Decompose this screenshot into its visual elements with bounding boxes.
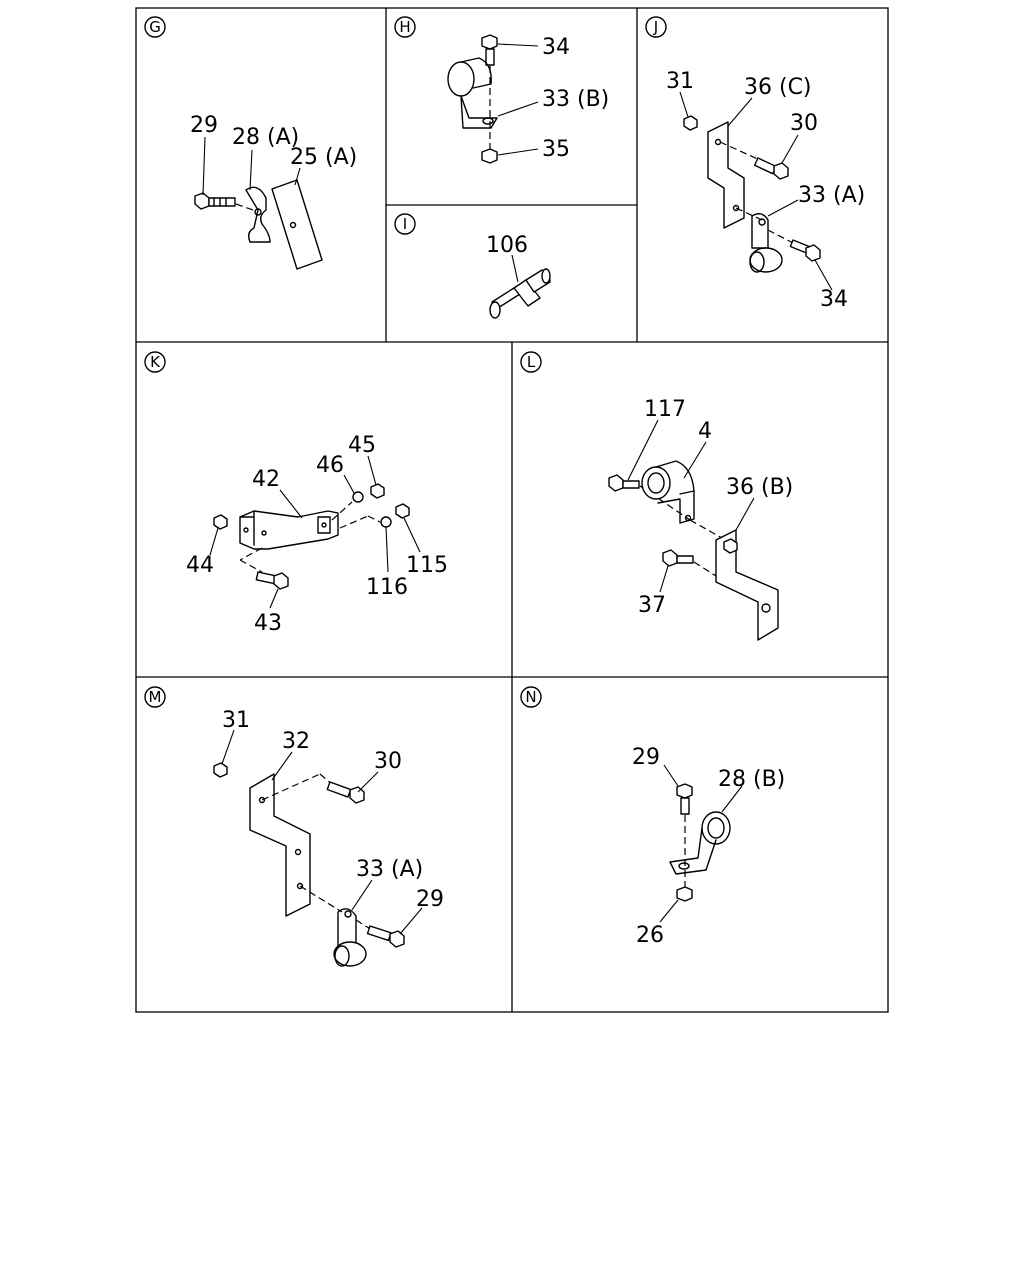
label-29: 29 xyxy=(190,113,218,138)
bracket-32 xyxy=(249,773,311,917)
label-29: 29 xyxy=(416,887,444,912)
label-30: 30 xyxy=(374,749,402,774)
label-28a: 28 (A) xyxy=(232,125,299,150)
panel-j-letter: J xyxy=(653,18,658,36)
nut-45 xyxy=(370,483,385,499)
label-34: 34 xyxy=(820,287,848,312)
panel-k: K 42 46 45 44 xyxy=(144,351,448,636)
bracket-36c xyxy=(707,121,745,229)
panel-g-letter: G xyxy=(149,18,161,36)
panel-h-letter: H xyxy=(399,18,410,36)
bolt-30-m xyxy=(326,781,365,804)
label-106: 106 xyxy=(486,233,528,258)
panel-m-letter: M xyxy=(149,688,162,706)
bolt-30 xyxy=(753,157,789,180)
label-32: 32 xyxy=(282,729,310,754)
nut-44 xyxy=(213,514,228,530)
bolt-29-m xyxy=(366,925,405,948)
label-42: 42 xyxy=(252,467,280,492)
clamp-28b xyxy=(669,811,731,875)
panel-i: I 106 xyxy=(394,213,551,319)
clamp-33b xyxy=(447,57,498,129)
plate-25a xyxy=(271,179,323,270)
label-36b: 36 (B) xyxy=(726,475,793,500)
label-28b: 28 (B) xyxy=(718,767,785,792)
label-31: 31 xyxy=(666,69,694,94)
label-26: 26 xyxy=(636,923,664,948)
label-45: 45 xyxy=(348,433,376,458)
washer-46 xyxy=(352,491,364,503)
clamp-4 xyxy=(641,460,695,524)
panel-n: N 29 28 (B) 26 xyxy=(520,686,785,948)
label-25a: 25 (A) xyxy=(290,145,357,170)
clip-28a xyxy=(245,186,271,243)
nut-115 xyxy=(395,503,410,519)
label-4: 4 xyxy=(698,419,712,444)
clamp-33a xyxy=(749,213,783,273)
panel-h: H 34 33 (B) 35 xyxy=(394,16,609,164)
label-35: 35 xyxy=(542,137,570,162)
bolt-37 xyxy=(662,549,694,567)
nut-35 xyxy=(481,148,498,164)
label-43: 43 xyxy=(254,611,282,636)
label-30: 30 xyxy=(790,111,818,136)
label-34: 34 xyxy=(542,35,570,60)
label-31: 31 xyxy=(222,708,250,733)
label-29: 29 xyxy=(632,745,660,770)
washer-116 xyxy=(380,516,392,528)
label-115: 115 xyxy=(406,553,448,578)
panel-m: M 31 32 xyxy=(144,686,444,967)
bolt-43 xyxy=(255,571,289,590)
connector-106 xyxy=(489,268,551,319)
label-33a: 33 (A) xyxy=(798,183,865,208)
bolt-29 xyxy=(194,192,236,210)
label-33a: 33 (A) xyxy=(356,857,423,882)
nut-31 xyxy=(683,115,698,131)
bolt-29-n xyxy=(676,783,693,815)
panel-j: J 31 36 (C) 30 xyxy=(645,16,865,312)
nut-26 xyxy=(676,886,693,902)
label-36c: 36 (C) xyxy=(744,75,812,100)
bolt-117 xyxy=(608,474,640,492)
bracket-42 xyxy=(239,510,339,550)
panel-l: L 117 4 3 xyxy=(520,351,793,641)
bracket-36b xyxy=(715,529,779,641)
label-37: 37 xyxy=(638,593,666,618)
label-44: 44 xyxy=(186,553,214,578)
nut-31-m xyxy=(213,762,228,778)
clamp-33a-m xyxy=(333,908,367,967)
bolt-34-j xyxy=(789,239,821,262)
label-46: 46 xyxy=(316,453,344,478)
label-116: 116 xyxy=(366,575,408,600)
label-117: 117 xyxy=(644,397,686,422)
bolt-34 xyxy=(481,34,498,66)
panel-g: G 29 28 (A) 25 (A) xyxy=(144,16,357,270)
panel-grid xyxy=(135,7,889,1013)
panel-k-letter: K xyxy=(150,353,161,371)
panel-i-letter: I xyxy=(403,215,407,233)
panel-l-letter: L xyxy=(527,353,536,371)
panel-n-letter: N xyxy=(525,688,536,706)
label-33b: 33 (B) xyxy=(542,87,609,112)
